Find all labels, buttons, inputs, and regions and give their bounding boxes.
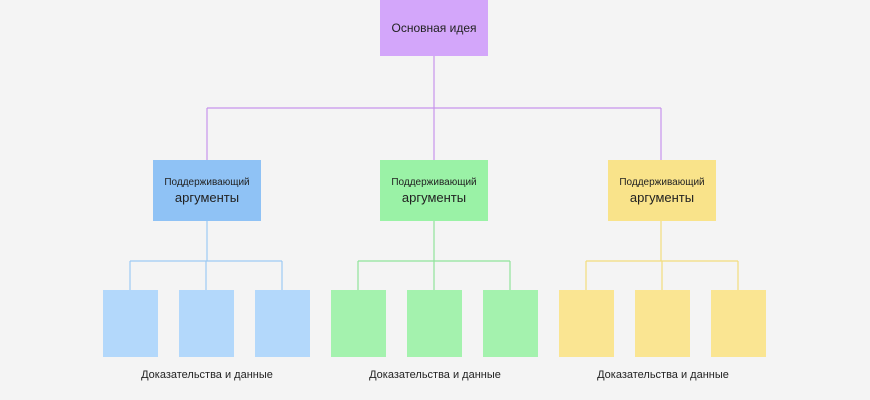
root-node-label: Основная идея	[391, 21, 477, 35]
evidence-box-2-3[interactable]	[483, 290, 538, 357]
support-node-3-line1: Поддерживающий	[619, 176, 705, 188]
support-node-3-line2: аргументы	[629, 189, 695, 205]
support-node-1[interactable]: Поддерживающий аргументы	[153, 160, 261, 221]
evidence-box-2-2[interactable]	[407, 290, 462, 357]
evidence-box-3-2[interactable]	[635, 290, 690, 357]
support-node-1-line1: Поддерживающий	[164, 176, 250, 188]
evidence-box-1-2[interactable]	[179, 290, 234, 357]
evidence-box-2-1[interactable]	[331, 290, 386, 357]
evidence-box-3-1[interactable]	[559, 290, 614, 357]
support-node-1-line2: аргументы	[174, 189, 240, 205]
support-node-2-line2: аргументы	[401, 189, 467, 205]
evidence-caption-2: Доказательства и данные	[369, 369, 501, 381]
support-node-3[interactable]: Поддерживающий аргументы	[608, 160, 716, 221]
evidence-caption-1: Доказательства и данные	[141, 369, 273, 381]
evidence-caption-3: Доказательства и данные	[597, 369, 729, 381]
evidence-box-1-1[interactable]	[103, 290, 158, 357]
evidence-box-3-3[interactable]	[711, 290, 766, 357]
support-node-2-line1: Поддерживающий	[391, 176, 477, 188]
support-node-2[interactable]: Поддерживающий аргументы	[380, 160, 488, 221]
evidence-box-1-3[interactable]	[255, 290, 310, 357]
root-node-main-idea[interactable]: Основная идея	[380, 0, 488, 56]
